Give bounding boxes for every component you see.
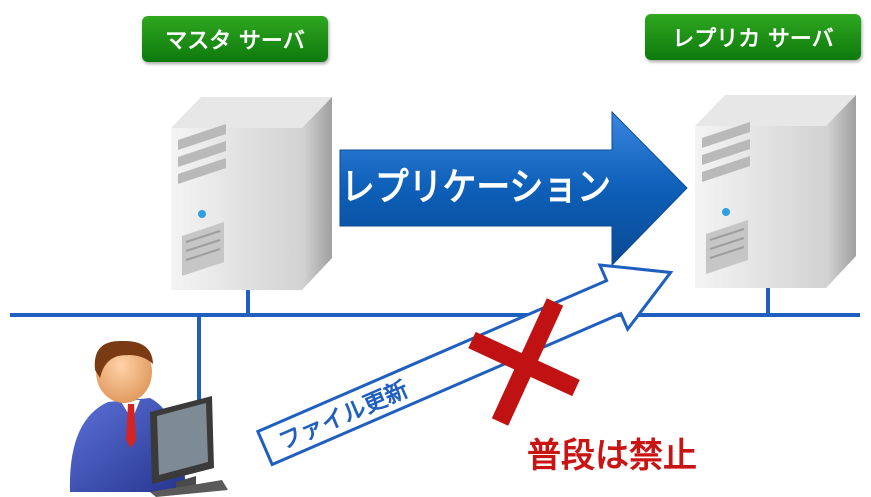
master-server-icon bbox=[171, 97, 332, 290]
master-server-label: マスタ サーバ bbox=[142, 16, 328, 62]
replica-server-icon bbox=[695, 95, 856, 288]
replication-arrow: レプリケーション bbox=[339, 110, 688, 267]
prohibited-cross-icon bbox=[468, 298, 580, 426]
user-at-computer-icon bbox=[69, 340, 228, 497]
replication-arrow-label: レプリケーション bbox=[341, 165, 611, 209]
prohibited-note: 普段は禁止 bbox=[527, 436, 697, 476]
replica-server-label: レプリカ サーバ bbox=[645, 14, 861, 60]
